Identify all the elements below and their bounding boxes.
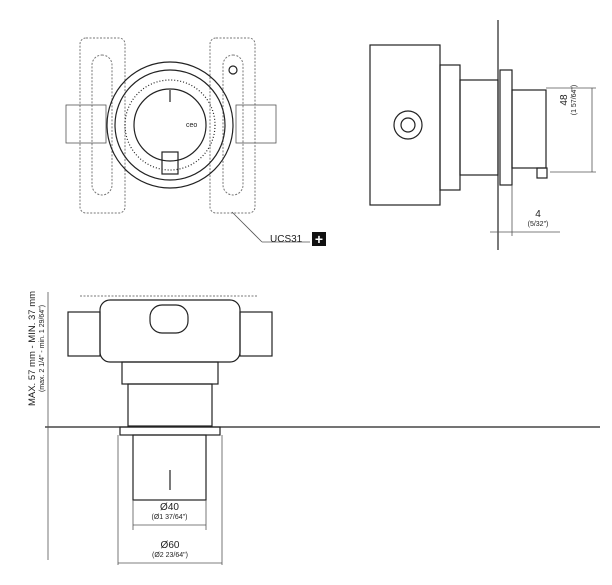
dial-logo: ceo — [186, 122, 197, 129]
diam60-in: (Ø2 23/64") — [152, 552, 188, 559]
diameter-60-dimension: Ø60 (Ø2 23/64") — [118, 541, 222, 561]
bottom-view — [45, 292, 600, 565]
diam60-mm: Ø60 — [160, 540, 180, 551]
depth-mm: MAX. 57 mm - MIN. 37 mm — [27, 290, 38, 407]
diam40-mm: Ø40 — [160, 502, 179, 513]
plus-icon[interactable]: + — [312, 232, 326, 246]
depth-dimension: MAX. 57 mm - MIN. 37 mm (max. 2 1/4" - m… — [27, 281, 48, 416]
depth-in: (max. 2 1/4" - min. 1 29/64") — [39, 304, 46, 393]
front-view: ceo — [65, 37, 310, 243]
height-dimension: 48 (1 57/64") — [559, 70, 580, 130]
diameter-40-dimension: Ø40 (Ø1 37/64") — [133, 503, 206, 523]
projection-in: (5/32") — [527, 221, 549, 228]
side-view — [369, 20, 596, 250]
height-in: (1 57/64") — [571, 84, 578, 116]
diam40-in: (Ø1 37/64") — [151, 514, 188, 521]
ucs31-label: UCS31 — [270, 234, 303, 245]
height-mm: 48 — [559, 94, 570, 106]
projection-mm: 4 — [535, 209, 541, 220]
projection-dimension: 4 (5/32") — [518, 210, 558, 230]
